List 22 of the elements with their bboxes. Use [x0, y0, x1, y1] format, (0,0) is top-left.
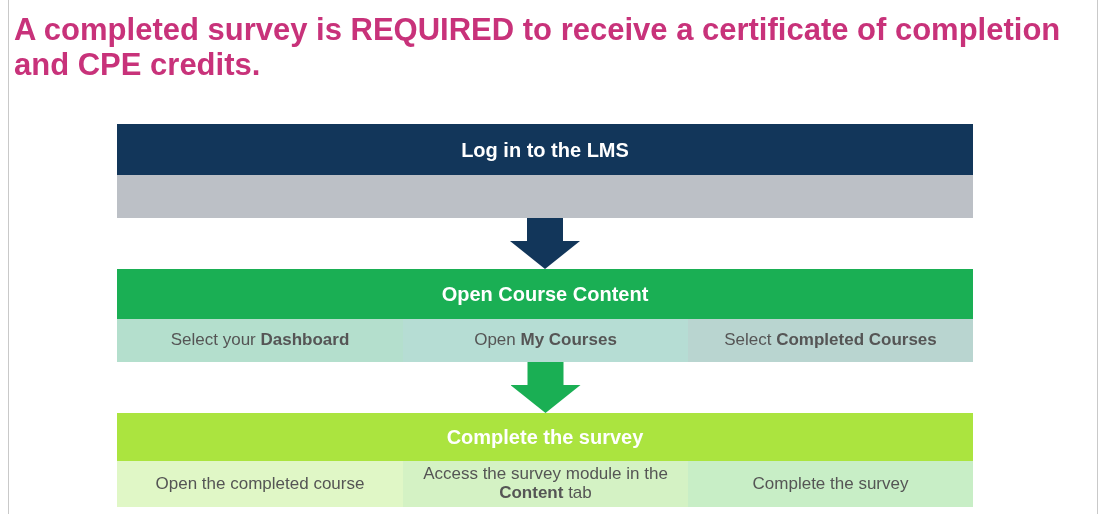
step-text: Complete the survey	[445, 426, 645, 448]
sub-step	[403, 461, 688, 507]
sub-step	[688, 319, 973, 362]
step-header	[117, 124, 973, 175]
step-text: Complete the survey	[751, 474, 910, 494]
step-text: Access the survey module in the Content tab	[422, 465, 669, 503]
bar	[117, 175, 973, 218]
step-text: Open the completed course	[154, 474, 366, 494]
step-header	[117, 269, 973, 319]
step-text: Open Course Content	[440, 283, 650, 305]
step-text: Select your Dashboard	[169, 331, 351, 350]
step-header	[117, 413, 973, 461]
step-text: Select Completed Courses	[723, 331, 938, 350]
title: A completed survey is REQUIRED to receive a certificate of completion and CPE credits.	[14, 12, 1062, 82]
step-text: Log in to the LMS	[460, 138, 630, 161]
sub-step	[117, 319, 403, 362]
sub-step	[403, 319, 688, 362]
sub-step	[688, 461, 973, 507]
down-arrow	[510, 362, 581, 413]
sub-step	[117, 461, 403, 507]
down-arrow	[510, 218, 580, 269]
step-text: Open My Courses	[473, 331, 618, 350]
